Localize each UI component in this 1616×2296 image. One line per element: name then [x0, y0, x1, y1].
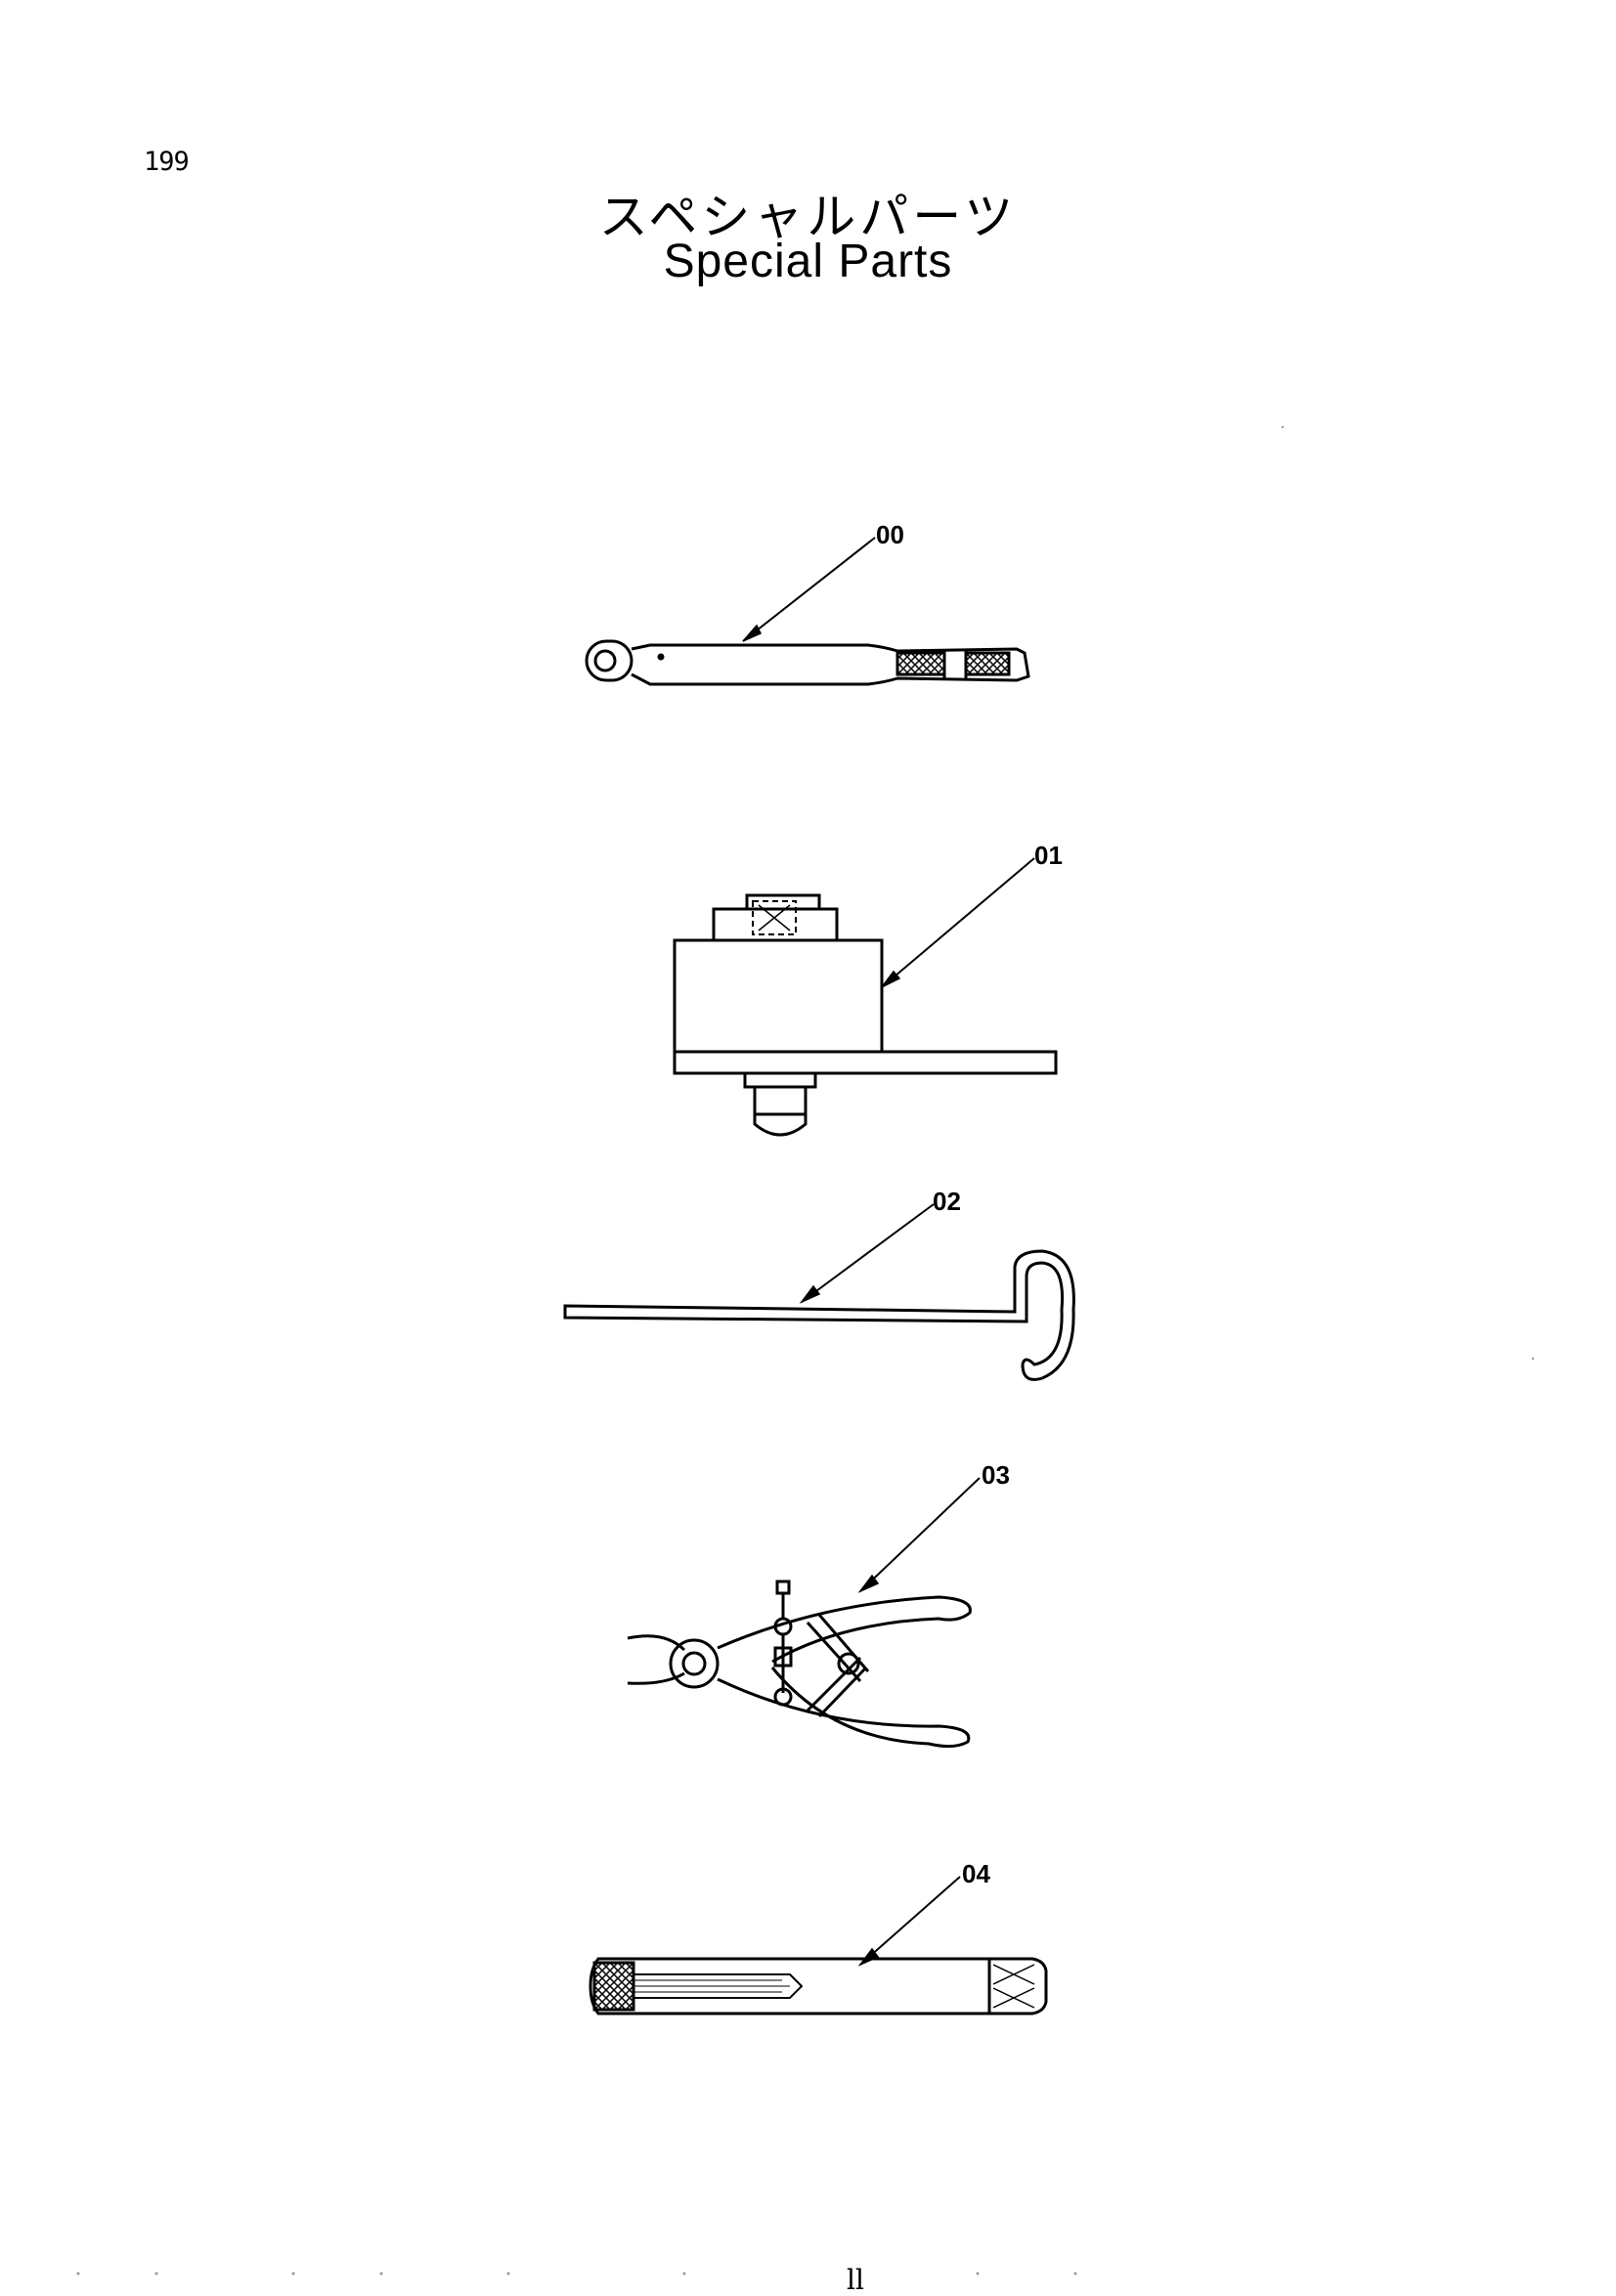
footer-mark: ll [847, 2264, 864, 2296]
part-04-tap-drawing [589, 1957, 1048, 2015]
part-02-label: 02 [933, 1187, 961, 1216]
page-title-japanese: スペシャルパーツ [598, 189, 1018, 245]
page-number: 199 [144, 147, 190, 177]
page-title-english: Special Parts [663, 236, 953, 287]
part-04-label: 04 [962, 1859, 990, 1888]
part-03-label: 03 [982, 1460, 1010, 1490]
part-04-leader [857, 1876, 961, 1967]
part-00-leader [742, 537, 876, 642]
part-01-torque-multiplier-drawing [673, 893, 1058, 1137]
scan-noise [76, 425, 1535, 2275]
part-02-leader [799, 1203, 935, 1304]
part-01-label: 01 [1034, 841, 1063, 870]
part-02-hook-rod-drawing [563, 1249, 1075, 1381]
part-03-leader [857, 1477, 981, 1593]
part-00-label: 00 [876, 520, 904, 549]
part-00-torque-wrench-drawing [585, 639, 1030, 686]
part-01-leader [881, 857, 1035, 988]
part-03-snap-ring-pliers-drawing [627, 1580, 972, 1749]
